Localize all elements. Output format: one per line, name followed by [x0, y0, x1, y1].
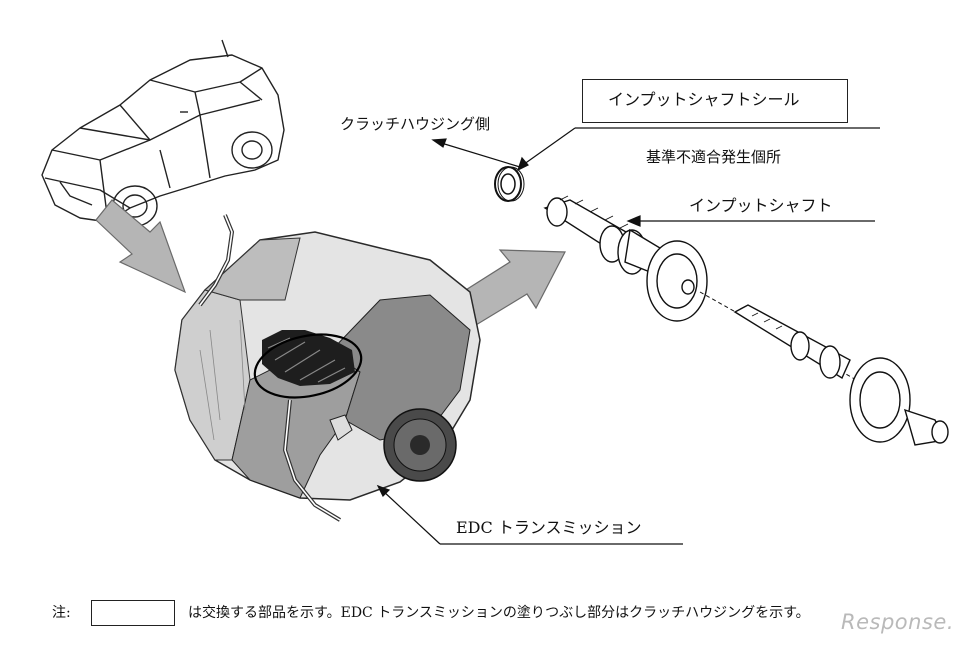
note-text: は交換する部品を示す。EDC トランスミッションの塗りつぶし部分はクラッチハウジ… — [188, 605, 810, 621]
arrow-car-to-transmission — [95, 199, 187, 294]
input-shaft-part — [543, 195, 861, 383]
input-shaft-seal-box — [582, 79, 848, 123]
edc-transmission-illustration — [174, 214, 481, 522]
label-input-shaft: インプットシャフト — [689, 196, 833, 215]
label-edc-transmission: EDC トランスミッション — [456, 518, 642, 537]
label-clutch-housing-side: クラッチハウジング側 — [340, 115, 491, 133]
leader-lines — [376, 127, 880, 545]
note-prefix: 注: — [52, 605, 71, 621]
label-nonconformity-location: 基準不適合発生個所 — [646, 148, 782, 166]
car-illustration — [41, 39, 285, 227]
clutch-housing-highlight — [253, 333, 363, 399]
response-watermark: Response. — [841, 610, 954, 634]
label-input-shaft-seal: インプットシャフトシール — [608, 90, 800, 109]
input-shaft-seal-part — [494, 166, 525, 202]
note-legend-box — [91, 600, 175, 626]
output-shaft-part — [733, 304, 949, 446]
